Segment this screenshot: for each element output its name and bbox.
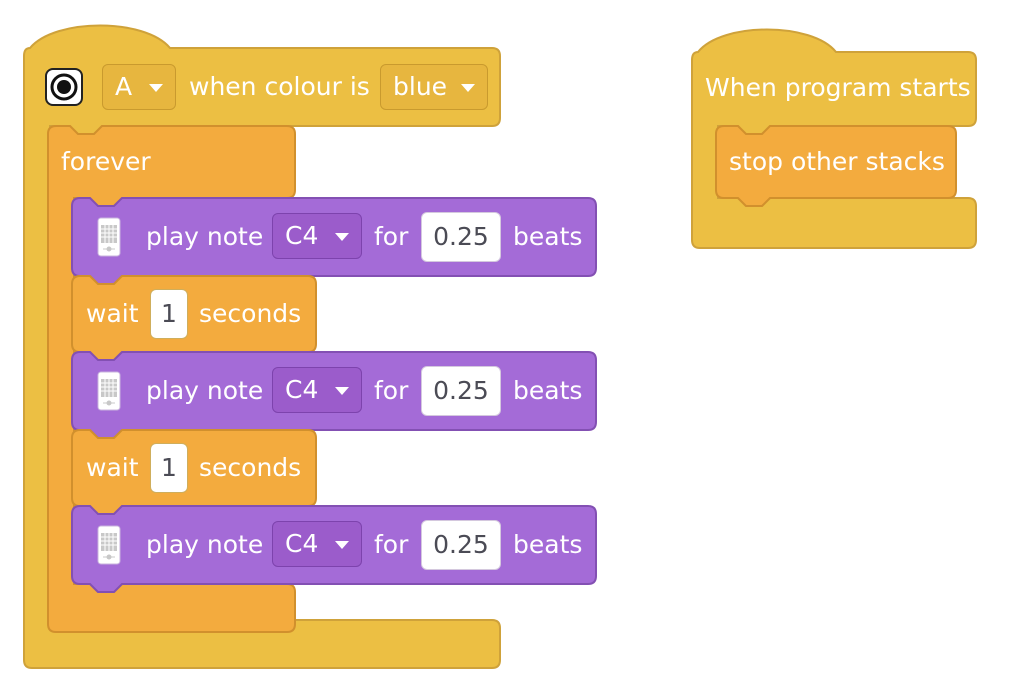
hub-speaker-icon <box>97 217 121 257</box>
beats-label: beats <box>513 222 583 251</box>
note-value: C4 <box>285 221 319 250</box>
color-sensor-icon[interactable] <box>45 68 83 106</box>
port-dropdown[interactable]: A <box>102 64 176 110</box>
note-dropdown[interactable]: C4 <box>272 521 362 567</box>
note-value: C4 <box>285 529 319 558</box>
beats-input[interactable]: 0.25 <box>421 366 501 416</box>
when-colour-label: when colour is <box>189 72 370 101</box>
chevron-down-icon <box>335 541 349 549</box>
for-label: for <box>374 222 409 251</box>
note-dropdown[interactable]: C4 <box>272 367 362 413</box>
colour-dropdown[interactable]: blue <box>380 64 488 110</box>
seconds-label: seconds <box>199 453 302 482</box>
note-value: C4 <box>285 375 319 404</box>
beats-input[interactable]: 0.25 <box>421 520 501 570</box>
chevron-down-icon <box>461 84 475 92</box>
hub-speaker-icon <box>97 371 121 411</box>
wait-seconds-input[interactable]: 1 <box>150 289 188 339</box>
play-note-label: play note <box>146 222 264 251</box>
hub-speaker-icon <box>97 525 121 565</box>
for-label: for <box>374 376 409 405</box>
beats-label: beats <box>513 530 583 559</box>
wait-label: wait <box>86 453 139 482</box>
chevron-down-icon <box>149 84 163 92</box>
play-note-label: play note <box>146 376 264 405</box>
stop-other-stacks-block[interactable] <box>715 125 957 207</box>
colour-value: blue <box>393 72 448 101</box>
wait-seconds-input[interactable]: 1 <box>150 443 188 493</box>
note-dropdown[interactable]: C4 <box>272 213 362 259</box>
when-program-starts-label: When program starts <box>705 73 971 102</box>
chevron-down-icon <box>335 387 349 395</box>
forever-label: forever <box>61 147 151 176</box>
wait-label: wait <box>86 299 139 328</box>
port-value: A <box>115 72 133 101</box>
chevron-down-icon <box>335 233 349 241</box>
play-note-label: play note <box>146 530 264 559</box>
seconds-label: seconds <box>199 299 302 328</box>
for-label: for <box>374 530 409 559</box>
stop-other-stacks-label: stop other stacks <box>729 147 945 176</box>
beats-label: beats <box>513 376 583 405</box>
beats-input[interactable]: 0.25 <box>421 212 501 262</box>
